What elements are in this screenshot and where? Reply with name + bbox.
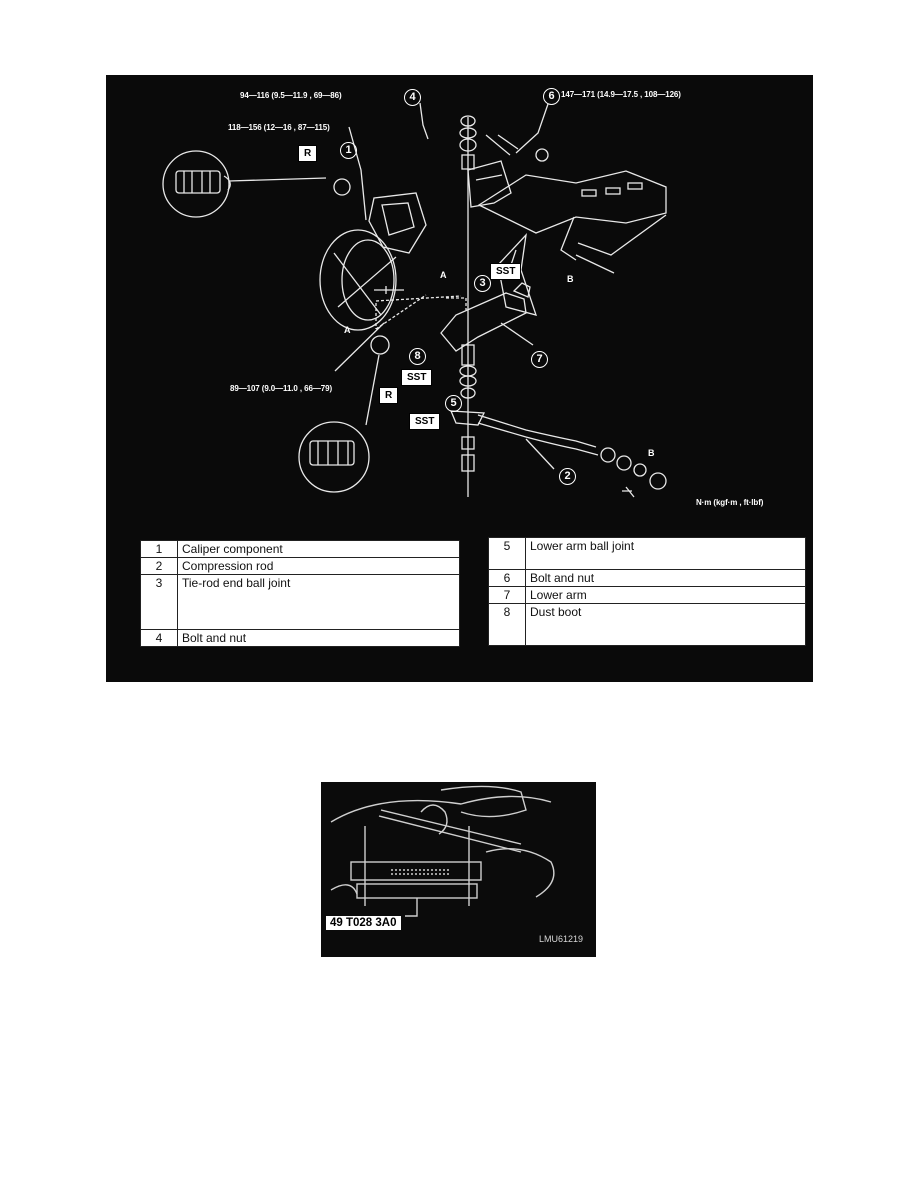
- legend-row: 5 Lower arm ball joint: [488, 537, 806, 570]
- label-b-top: B: [567, 274, 574, 284]
- label-b-bottom: B: [648, 448, 655, 458]
- callout-7: 7: [531, 351, 548, 368]
- callout-2: 2: [559, 468, 576, 485]
- torque-label-89: 89—107 (9.0—11.0 , 66—79): [230, 384, 333, 393]
- legend-number: 3: [140, 574, 178, 630]
- legend-number: 8: [488, 603, 526, 646]
- image-reference-code: LMU61219: [539, 934, 584, 944]
- torque-label-118: 118—156 (12—16 , 87—115): [228, 123, 330, 132]
- legend-row: 7 Lower arm: [488, 586, 806, 604]
- callout-4: 4: [404, 89, 421, 106]
- callout-6: 6: [543, 88, 560, 105]
- legend-number: 6: [488, 569, 526, 587]
- label-a-left: A: [344, 325, 351, 335]
- units-label: N·m (kgf·m , ft·lbf): [696, 498, 764, 507]
- legend-part: Lower arm: [525, 586, 806, 604]
- legend-number: 7: [488, 586, 526, 604]
- sst-label-mid: SST: [401, 369, 433, 386]
- legend-part: Lower arm ball joint: [525, 537, 806, 570]
- exploded-diagram: 94—116 (9.5—11.9 , 69—86) 118—156 (12—16…: [106, 75, 813, 682]
- tool-code-label: 49 T028 3A0: [326, 916, 401, 930]
- callout-5: 5: [445, 395, 462, 412]
- torque-label-147: 147—171 (14.9—17.5 , 108—126): [561, 90, 681, 99]
- parts-legend-left: 1 Caliper component 2 Compression rod 3 …: [140, 540, 460, 647]
- legend-part: Caliper component: [177, 540, 460, 558]
- tool-photo-drawing: [330, 785, 555, 917]
- legend-row: 1 Caliper component: [140, 540, 460, 558]
- suspension-drawing: [162, 102, 667, 498]
- legend-row: 4 Bolt and nut: [140, 629, 460, 647]
- legend-number: 2: [140, 557, 178, 575]
- legend-part: Dust boot: [525, 603, 806, 646]
- sst-label-low: SST: [409, 413, 441, 430]
- sst-label-right: SST: [490, 263, 522, 280]
- legend-part: Bolt and nut: [525, 569, 806, 587]
- legend-row: 6 Bolt and nut: [488, 569, 806, 587]
- label-a-top: A: [440, 270, 447, 280]
- legend-part: Compression rod: [177, 557, 460, 575]
- callout-3: 3: [474, 275, 491, 292]
- legend-row: 8 Dust boot: [488, 603, 806, 646]
- parts-legend-right: 5 Lower arm ball joint 6 Bolt and nut 7 …: [488, 537, 806, 646]
- callout-1: 1: [340, 142, 357, 159]
- legend-number: 4: [140, 629, 178, 647]
- legend-row: 3 Tie-rod end ball joint: [140, 574, 460, 630]
- replace-label-bottom: R: [379, 387, 399, 404]
- torque-label-94: 94—116 (9.5—11.9 , 69—86): [240, 91, 342, 100]
- legend-part: Bolt and nut: [177, 629, 460, 647]
- callout-8: 8: [409, 348, 426, 365]
- legend-row: 2 Compression rod: [140, 557, 460, 575]
- legend-number: 1: [140, 540, 178, 558]
- legend-number: 5: [488, 537, 526, 570]
- legend-part: Tie-rod end ball joint: [177, 574, 460, 630]
- tool-photo: 49 T028 3A0 LMU61219: [321, 782, 596, 957]
- replace-label-top: R: [298, 145, 318, 162]
